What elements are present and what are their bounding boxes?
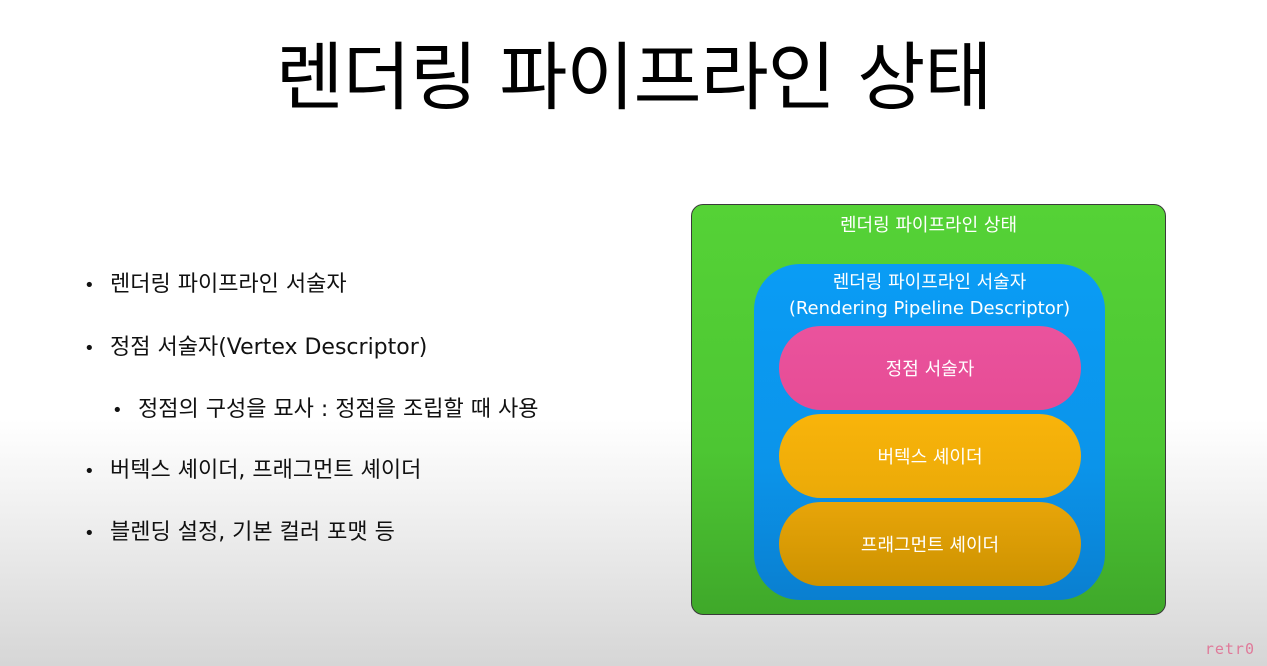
bullet-dot-icon: • — [112, 400, 123, 421]
bullet-text: 정점 서술자(Vertex Descriptor) — [110, 335, 428, 360]
bullet-item: • 정점 서술자(Vertex Descriptor) — [84, 333, 427, 364]
pipeline-descriptor-label-en: (Rendering Pipeline Descriptor) — [788, 298, 1071, 319]
pipeline-descriptor-label-ko: 렌더링 파이프라인 서술자 — [832, 272, 1027, 293]
watermark-logo: retr0 — [1204, 640, 1255, 658]
bullet-dot-icon: • — [84, 523, 95, 544]
bullet-list: • 렌더링 파이프라인 서술자 • 정점 서술자(Vertex Descriptor… — [84, 0, 644, 666]
bullet-item: • 버텍스 셰이더, 프래그먼트 셰이더 — [84, 456, 421, 487]
vertex-shader-stage: 버텍스 셰이더 — [779, 414, 1081, 498]
bullet-dot-icon: • — [84, 275, 95, 296]
pipeline-state-box: 렌더링 파이프라인 상태 렌더링 파이프라인 서술자 (Rendering Pi… — [691, 204, 1166, 615]
slide-title: 렌더링 파이프라인 상태 — [275, 35, 993, 121]
bullet-text: 렌더링 파이프라인 서술자 — [110, 272, 347, 297]
bullet-text: 버텍스 셰이더, 프래그먼트 셰이더 — [110, 458, 422, 483]
sub-bullet-item: • 정점의 구성을 묘사 : 정점을 조립할 때 사용 — [112, 395, 538, 426]
pipeline-state-label: 렌더링 파이프라인 상태 — [839, 215, 1018, 236]
bullet-item: • 렌더링 파이프라인 서술자 — [84, 270, 347, 301]
bullet-text: 블렌딩 설정, 기본 컬러 포맷 등 — [110, 520, 395, 545]
fragment-shader-stage: 프래그먼트 셰이더 — [779, 502, 1081, 586]
bullet-dot-icon: • — [84, 461, 95, 482]
vertex-descriptor-stage: 정점 서술자 — [779, 326, 1081, 410]
bullet-item: • 블렌딩 설정, 기본 컬러 포맷 등 — [84, 518, 395, 549]
bullet-dot-icon: • — [84, 338, 95, 359]
pipeline-descriptor-box: 렌더링 파이프라인 서술자 (Rendering Pipeline Descri… — [754, 264, 1105, 600]
bullet-text: 정점의 구성을 묘사 : 정점을 조립할 때 사용 — [138, 397, 539, 422]
pipeline-descriptor-label: 렌더링 파이프라인 서술자 (Rendering Pipeline Descri… — [754, 270, 1105, 322]
